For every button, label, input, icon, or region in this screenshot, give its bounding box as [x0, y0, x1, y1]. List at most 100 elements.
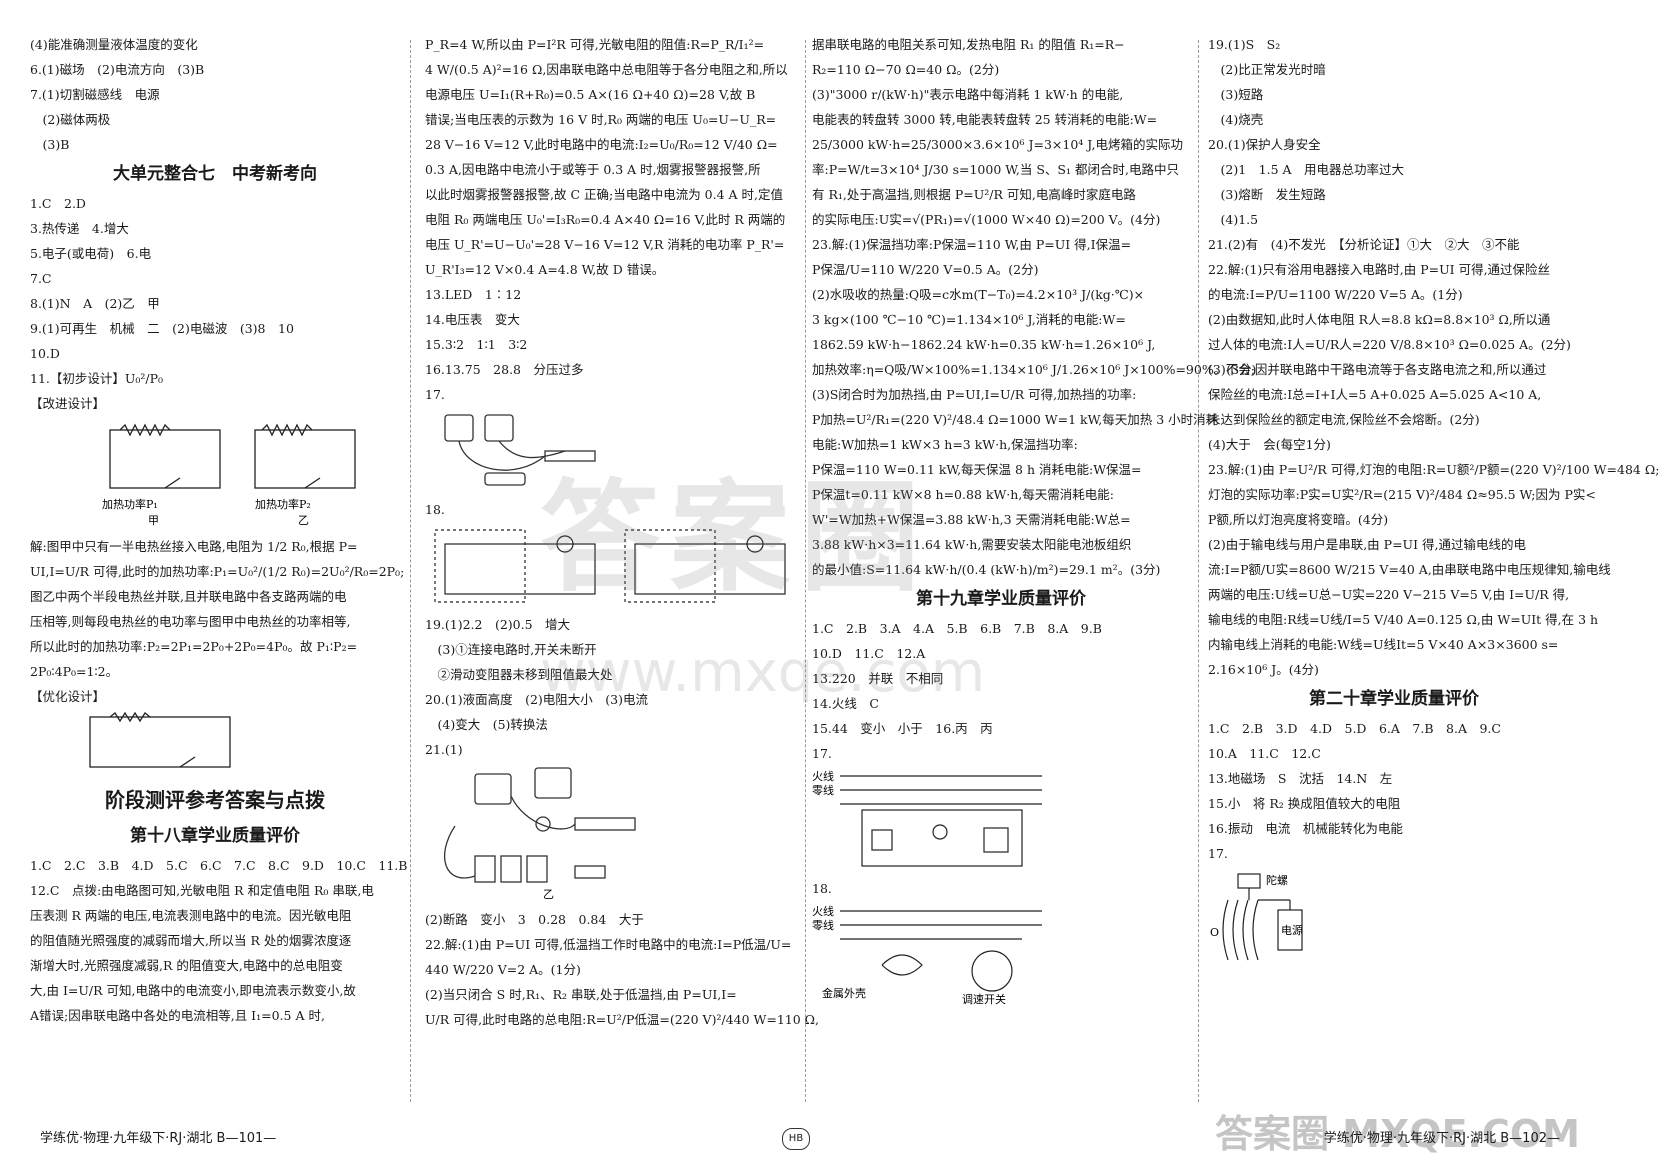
text-line: (4)烧壳: [1208, 112, 1264, 127]
text-line: 加热效率:η=Q吸/W×100%=1.134×10⁶ J/1.26×10⁶ J×…: [812, 362, 1257, 377]
text-line: 21.(1): [425, 742, 463, 757]
text-line: 7.(1)切割磁感线 电源: [30, 87, 160, 102]
figure-label: 乙: [298, 514, 309, 527]
text-line: (3)不会;因并联电路中干路电流等于各支路电流之和,所以通过: [1208, 362, 1547, 377]
section-heading: 第十九章学业质量评价: [916, 589, 1086, 609]
column-divider: [1198, 40, 1199, 1102]
neutral-wire-label: 零线: [812, 918, 834, 932]
text-line: (4)大于 会(每空1分): [1208, 437, 1331, 452]
text-line: P保温t=0.11 kW×8 h=0.88 kW·h,每天需消耗电能:: [812, 487, 1114, 502]
circuit-diagram-optimized: [89, 711, 231, 768]
text-line: ②滑动变阻器未移到阻值最大处: [425, 667, 613, 682]
column-4: 19.(1)S S₂ (2)比正常发光时暗 (3)短路 (4)烧壳 20.(1)…: [1208, 32, 1659, 1114]
text-line: 17.: [812, 746, 832, 761]
text-line: 有 R₁,处于高温挡,则根据 P=U²/R 可知,电高峰时家庭电路: [812, 187, 1136, 202]
text-line: 8.(1)N A (2)乙 甲: [30, 296, 160, 311]
text-line: 3.88 kW·h×3=11.64 kW·h,需要安装太阳能电池板组织: [812, 537, 1132, 552]
fan-circuit-18: 火线 零线 金属外壳 调速开关: [812, 904, 1042, 1006]
text-line: (2)由数据知,此时人体电阻 R人=8.8 kΩ=8.8×10³ Ω,所以通: [1208, 312, 1551, 327]
text-line: 大,由 I=U/R 可知,电路中的电流变小,即电流表示数变小,故: [30, 983, 356, 998]
neutral-wire-label: 零线: [812, 783, 834, 797]
figure-label: 陀螺: [1266, 873, 1288, 887]
circuit-diagram-18: [434, 529, 786, 603]
text-line: 0.3 A,因电路中电流小于或等于 0.3 A 时,烟雾报警器报警,所: [425, 162, 761, 177]
column-1: (4)能准确测量液体温度的变化 6.(1)磁场 (2)电流方向 (3)B 7.(…: [30, 32, 408, 1114]
text-line: 15.3∶2 1∶1 3∶2: [425, 337, 528, 352]
text-line: 图乙中两个半段电热丝并联,且并联电路中各支路两端的电: [30, 589, 347, 604]
text-line: 内输电线上消耗的电能:W线=U线It=5 V×40 A×3×3600 s=: [1208, 637, 1559, 652]
corner-logo: 答案圈 MXQE.COM: [1214, 1112, 1580, 1156]
text-line: 灯泡的实际功率:P实=U实²/R=(215 V)²/484 Ω≈95.5 W;因…: [1208, 487, 1596, 502]
text-line: A错误;因串联电路中各处的电流相等,且 I₁=0.5 A 时,: [30, 1008, 325, 1023]
figure-label: O: [1210, 926, 1219, 939]
text-line: 电源电压 U=I₁(R+R₀)=0.5 A×(16 Ω+40 Ω)=28 V,故…: [425, 87, 756, 102]
text-line: 电压 U_R'=U−U₀'=28 V−16 V=12 V,R 消耗的电功率 P_…: [425, 237, 785, 252]
text-line: 23.解:(1)保温挡功率:P保温=110 W,由 P=UI 得,I保温=: [812, 237, 1132, 252]
text-line: 18.: [812, 881, 832, 896]
text-line: 据串联电路的电阻关系可知,发热电阻 R₁ 的阻值 R₁=R−: [812, 37, 1125, 52]
text-line: 的电流:I=P/U=1100 W/220 V=5 A。(1分): [1208, 287, 1463, 302]
figure-label: 调速开关: [962, 992, 1006, 1006]
text-line: 13.地磁场 S 沈括 14.N 左: [1208, 771, 1393, 786]
text-line: 1.C 2.C 3.B 4.D 5.C 6.C 7.C 8.C 9.D 10.C…: [30, 858, 408, 873]
heater-circuit-figure: 加热功率P₁ 甲 加热功率P₂ 乙: [30, 420, 400, 528]
text-line: P保温/U=110 W/220 V=0.5 A。(2分): [812, 262, 1039, 277]
text-line: (3)短路: [1208, 87, 1264, 102]
text-line: (3)B: [30, 137, 70, 152]
text-line: UI,I=U/R 可得,此时的加热功率:P₁=U₀²/(1/2 R₀)=2U₀²…: [30, 564, 405, 579]
figure-label: 加热功率P₁: [102, 497, 158, 511]
figure-label: 乙: [543, 888, 554, 901]
column-divider: [410, 40, 411, 1102]
text-line: 440 W/220 V=2 A。(1分): [425, 962, 581, 977]
electromagnet-diagram: 陀螺 电源 O: [1210, 873, 1303, 961]
text-line: 压表测 R 两端的电压,电流表测电路中的电流。因光敏电阻: [30, 908, 352, 923]
text-line: 所以此时的加热功率:P₂=2P₁=2P₀+2P₀=4P₀。故 P₁∶P₂=: [30, 639, 358, 654]
text-line: 的最小值:S=11.64 kW·h/(0.4 (kW·h)/m²)=29.1 m…: [812, 562, 1161, 577]
text-line: 1862.59 kW·h−1862.24 kW·h=0.35 kW·h=1.26…: [812, 337, 1156, 352]
figure-label: 甲: [148, 514, 159, 527]
section-heading: 第二十章学业质量评价: [1309, 689, 1479, 709]
text-line: (2)由于输电线与用户是串联,由 P=UI 得,通过输电线的电: [1208, 537, 1526, 552]
text-line: 9.(1)可再生 机械 二 (2)电磁波 (3)8 10: [30, 321, 294, 336]
text-line: 13.LED 1∶12: [425, 287, 522, 302]
apparatus-drawing: [444, 414, 596, 486]
circuit-figure-18: [425, 526, 800, 606]
text-line: 率:P=W/t=3×10⁴ J/30 s=1000 W,当 S、S₁ 都闭合时,…: [812, 162, 1179, 177]
text-line: 21.(2)有 (4)不发光 【分析论证】①大 ②大 ③不能: [1208, 237, 1520, 252]
text-line: (2)断路 变小 3 0.28 0.84 大于: [425, 912, 644, 927]
text-line: 22.解:(1)只有浴用电器接入电路时,由 P=UI 可得,通过保险丝: [1208, 262, 1551, 277]
text-line: (2)1 1.5 A 用电器总功率过大: [1208, 162, 1405, 177]
household-circuit-17: 火线 零线: [812, 769, 1042, 867]
figure-label: 电源: [1281, 923, 1303, 937]
text-line: 19.(1)2.2 (2)0.5 增大: [425, 617, 571, 632]
text-line: 22.解:(1)由 P=UI 可得,低温挡工作时电路中的电流:I=P低温/U=: [425, 937, 792, 952]
text-line: 28 V−16 V=12 V,此时电路中的电流:I₂=U₀/R₀=12 V/40…: [425, 137, 778, 152]
text-line: 2P₀∶4P₀=1∶2。: [30, 664, 119, 679]
apparatus-figure-17: [425, 411, 800, 491]
text-line: 5.电子(或电荷) 6.电: [30, 246, 152, 261]
text-line: (2)磁体两极: [30, 112, 111, 127]
text-line: 保险丝的电流:I总=I+I人=5 A+0.025 A=5.025 A<10 A,: [1208, 387, 1542, 402]
text-line: R₂=110 Ω−70 Ω=40 Ω。(2分): [812, 62, 1000, 77]
text-line: 14.电压表 变大: [425, 312, 520, 327]
text-line: 两端的电压:U线=U总−U实=220 V−215 V=5 V,由 I=U/R 得…: [1208, 587, 1570, 602]
text-line: 1.C 2.D: [30, 196, 86, 211]
text-line: 输电线的电阻:R线=U线/I=5 V/40 A=0.125 Ω,由 W=UIt …: [1208, 612, 1599, 627]
text-line: 6.(1)磁场 (2)电流方向 (3)B: [30, 62, 205, 77]
optimized-circuit-figure: [30, 711, 400, 775]
text-line: 12.C 点拨:由电路图可知,光敏电阻 R 和定值电阻 R₀ 串联,电: [30, 883, 374, 898]
text-line: 3.热传递 4.增大: [30, 221, 129, 236]
section-heading: 阶段测评参考答案与点拨: [105, 788, 325, 812]
text-line: (3)"3000 r/(kW·h)"表示电路中每消耗 1 kW·h 的电能,: [812, 87, 1124, 102]
text-line: 1.C 2.B 3.A 4.A 5.B 6.B 7.B 8.A 9.B: [812, 621, 1102, 636]
live-wire-label: 火线: [812, 769, 834, 783]
text-line: 以此时烟雾报警器报警,故 C 正确;当电路中电流为 0.4 A 时,定值: [425, 187, 783, 202]
text-line: 13.220 并联 不相同: [812, 671, 944, 686]
text-line: 16.13.75 28.8 分压过多: [425, 362, 584, 377]
text-line: 7.C: [30, 271, 52, 286]
text-line: 电阻 R₀ 两端电压 U₀'=I₃R₀=0.4 A×40 Ω=16 V,此时 R…: [425, 212, 786, 227]
text-line: 2.16×10⁶ J。(4分): [1208, 662, 1319, 677]
text-line: 10.D: [30, 346, 60, 361]
text-line: 20.(1)液面高度 (2)电阻大小 (3)电流: [425, 692, 648, 707]
center-badge: HB: [782, 1128, 810, 1150]
